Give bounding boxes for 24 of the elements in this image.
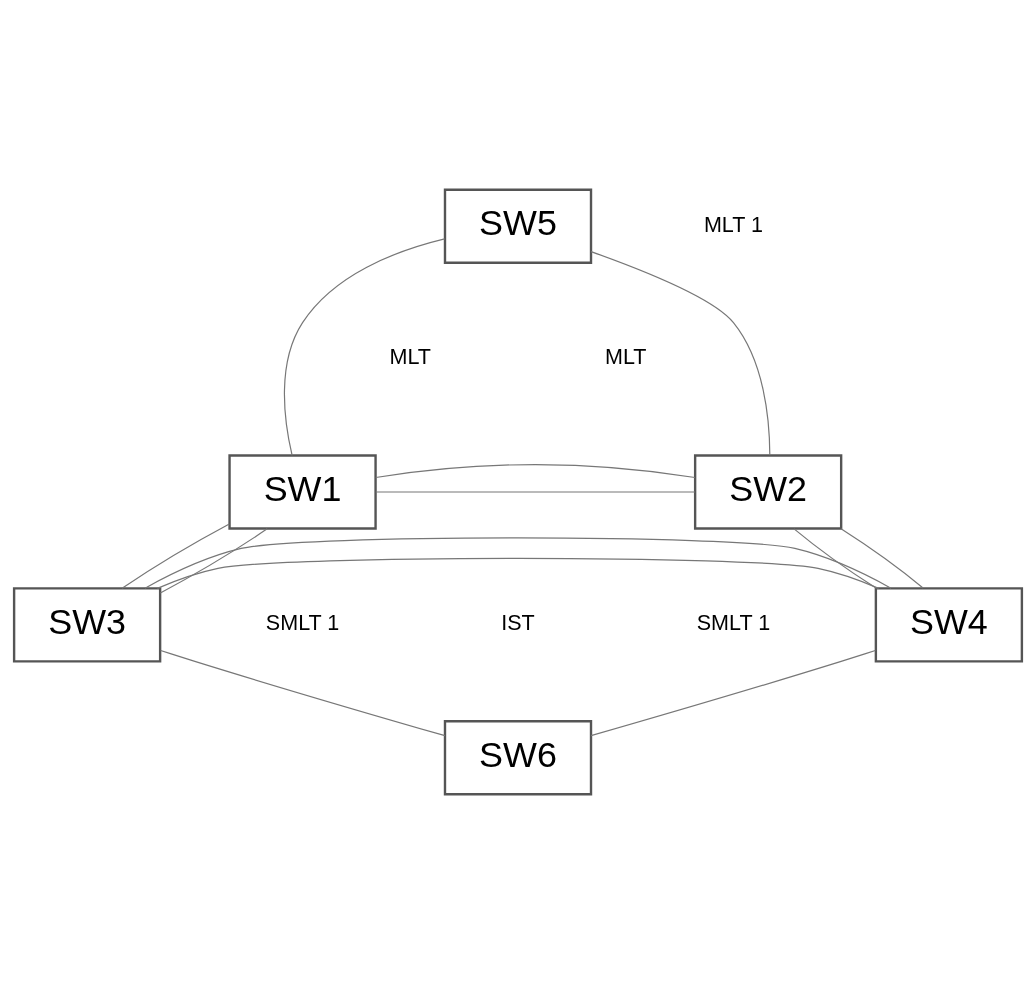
- connector: [121, 522, 230, 589]
- label: MLT 1: [703, 212, 763, 237]
- label: SMLT 1: [696, 610, 770, 635]
- label: IST: [500, 610, 535, 635]
- node-box: SW6: [443, 719, 592, 795]
- connector: [590, 250, 770, 456]
- connector: [143, 536, 892, 589]
- node-box: SW3: [12, 586, 161, 663]
- connector: [159, 527, 268, 593]
- connector: [374, 490, 696, 493]
- connector: [156, 557, 879, 589]
- connector: [374, 463, 696, 478]
- label: MLT: [389, 344, 431, 369]
- connector: [159, 649, 446, 736]
- node-box: SW2: [693, 453, 842, 530]
- connector: [283, 237, 445, 456]
- label: MLT: [604, 344, 646, 369]
- node-box: SW5: [443, 188, 592, 264]
- label: SMLT 1: [265, 610, 339, 635]
- connector: [792, 527, 877, 589]
- connector: [839, 527, 924, 589]
- node-box: SW1: [227, 453, 377, 530]
- node-box: SW4: [874, 586, 1023, 663]
- connector: [589, 649, 876, 736]
